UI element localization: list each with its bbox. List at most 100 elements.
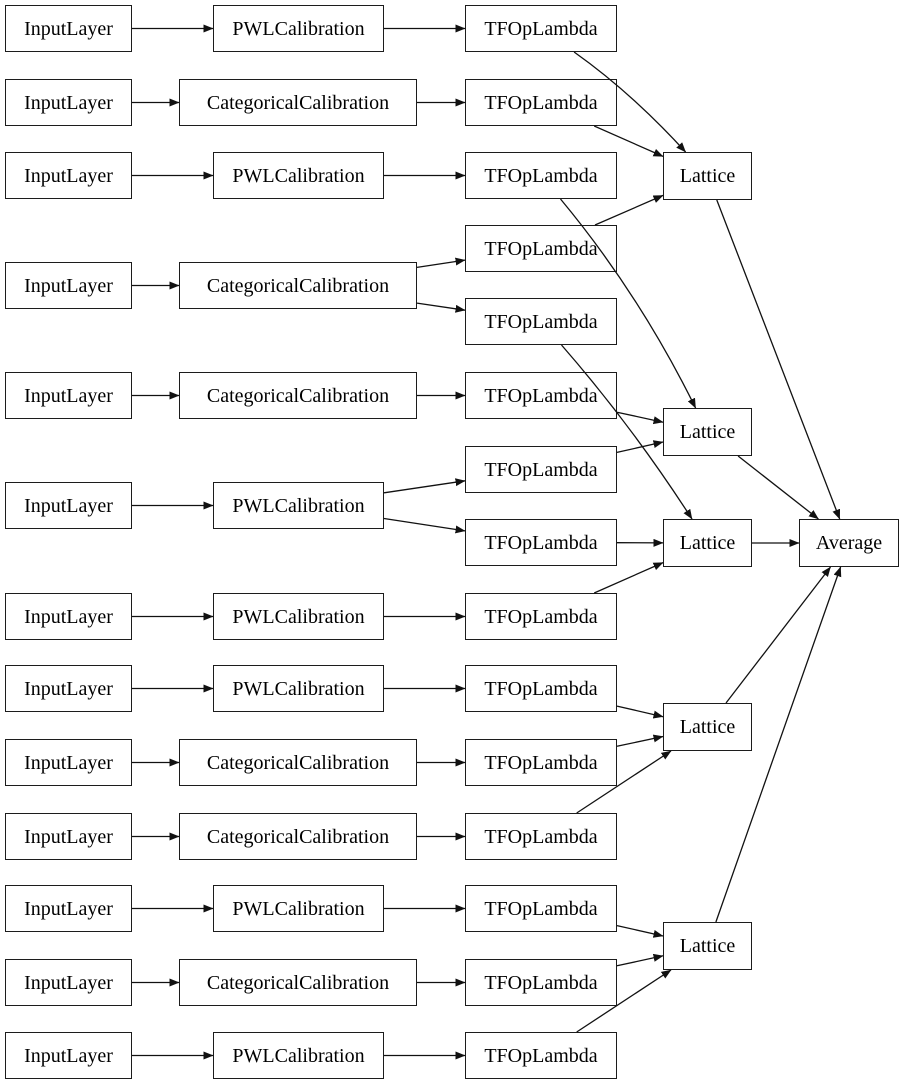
node-label: InputLayer	[24, 825, 113, 848]
node-inputlayer-in12: InputLayer	[5, 959, 132, 1006]
edge-l2-to-avg	[737, 455, 819, 520]
node-label: PWLCalibration	[232, 17, 365, 40]
node-inputlayer-in7: InputLayer	[5, 593, 132, 640]
edge-t8-to-l4	[616, 705, 664, 719]
node-label: InputLayer	[24, 17, 113, 40]
node-inputlayer-in8: InputLayer	[5, 665, 132, 712]
node-inputlayer-in11: InputLayer	[5, 885, 132, 932]
node-label: InputLayer	[24, 751, 113, 774]
edge-t12-to-l5	[616, 953, 664, 967]
node-lattice-l1: Lattice	[663, 152, 752, 200]
edge-cal4-to-t4b	[416, 302, 466, 313]
node-label: PWLCalibration	[232, 677, 365, 700]
node-label: TFOpLambda	[484, 91, 598, 114]
node-tfoplambda-t5: TFOpLambda	[465, 372, 617, 419]
edge-l4-to-avg	[725, 566, 832, 704]
node-label: TFOpLambda	[484, 17, 598, 40]
node-label: PWLCalibration	[232, 164, 365, 187]
node-categoricalcalibration-cal4: CategoricalCalibration	[179, 262, 417, 309]
node-label: TFOpLambda	[484, 897, 598, 920]
node-label: InputLayer	[24, 91, 113, 114]
node-label: PWLCalibration	[232, 1044, 365, 1067]
node-label: TFOpLambda	[484, 677, 598, 700]
node-label: Average	[815, 532, 883, 554]
node-label: Lattice	[679, 935, 736, 957]
node-tfoplambda-t12: TFOpLambda	[465, 959, 617, 1006]
node-average-avg: Average	[799, 519, 899, 567]
node-label: TFOpLambda	[484, 237, 598, 260]
node-label: InputLayer	[24, 1044, 113, 1067]
node-label: TFOpLambda	[484, 971, 598, 994]
node-label: PWLCalibration	[232, 494, 365, 517]
node-tfoplambda-t4a: TFOpLambda	[465, 225, 617, 272]
node-label: InputLayer	[24, 605, 113, 628]
node-label: InputLayer	[24, 971, 113, 994]
node-label: Lattice	[679, 716, 736, 738]
node-lattice-l3: Lattice	[663, 519, 752, 567]
node-label: PWLCalibration	[232, 605, 365, 628]
node-categoricalcalibration-cal2: CategoricalCalibration	[179, 79, 417, 126]
node-pwlcalibration-cal7: PWLCalibration	[213, 593, 384, 640]
node-label: TFOpLambda	[484, 458, 598, 481]
node-label: Lattice	[679, 165, 736, 187]
node-inputlayer-in6: InputLayer	[5, 482, 132, 529]
node-label: TFOpLambda	[484, 751, 598, 774]
node-label: TFOpLambda	[484, 825, 598, 848]
node-pwlcalibration-cal13: PWLCalibration	[213, 1032, 384, 1079]
node-label: CategoricalCalibration	[206, 971, 390, 994]
node-tfoplambda-t6b: TFOpLambda	[465, 519, 617, 566]
node-pwlcalibration-cal6: PWLCalibration	[213, 482, 384, 529]
edge-t6a-to-l2	[616, 440, 664, 454]
node-inputlayer-in4: InputLayer	[5, 262, 132, 309]
node-inputlayer-in9: InputLayer	[5, 739, 132, 786]
node-label: CategoricalCalibration	[206, 91, 390, 114]
node-label: CategoricalCalibration	[206, 751, 390, 774]
node-tfoplambda-t9: TFOpLambda	[465, 739, 617, 786]
node-inputlayer-in5: InputLayer	[5, 372, 132, 419]
node-categoricalcalibration-cal5: CategoricalCalibration	[179, 372, 417, 419]
node-label: InputLayer	[24, 164, 113, 187]
node-label: PWLCalibration	[232, 897, 365, 920]
node-pwlcalibration-cal11: PWLCalibration	[213, 885, 384, 932]
edge-cal4-to-t4a	[416, 257, 466, 269]
edge-t11-to-l5	[616, 924, 664, 938]
node-inputlayer-in2: InputLayer	[5, 79, 132, 126]
node-label: TFOpLambda	[484, 1044, 598, 1067]
node-tfoplambda-t1: TFOpLambda	[465, 5, 617, 52]
edge-t9-to-l4	[616, 734, 664, 747]
node-tfoplambda-t3: TFOpLambda	[465, 152, 617, 199]
node-lattice-l5: Lattice	[663, 922, 752, 970]
node-lattice-l2: Lattice	[663, 408, 752, 456]
node-label: CategoricalCalibration	[206, 825, 390, 848]
node-label: TFOpLambda	[484, 384, 598, 407]
edge-cal6-to-t6b	[383, 517, 466, 534]
node-pwlcalibration-cal1: PWLCalibration	[213, 5, 384, 52]
node-inputlayer-in13: InputLayer	[5, 1032, 132, 1079]
node-lattice-l4: Lattice	[663, 703, 752, 751]
node-tfoplambda-t10: TFOpLambda	[465, 813, 617, 860]
node-label: InputLayer	[24, 494, 113, 517]
node-categoricalcalibration-cal9: CategoricalCalibration	[179, 739, 417, 786]
node-tfoplambda-t13: TFOpLambda	[465, 1032, 617, 1079]
node-label: CategoricalCalibration	[206, 274, 390, 297]
node-inputlayer-in10: InputLayer	[5, 813, 132, 860]
node-tfoplambda-t7: TFOpLambda	[465, 593, 617, 640]
node-tfoplambda-t6a: TFOpLambda	[465, 446, 617, 493]
node-label: TFOpLambda	[484, 310, 598, 333]
node-label: TFOpLambda	[484, 605, 598, 628]
node-categoricalcalibration-cal10: CategoricalCalibration	[179, 813, 417, 860]
node-label: TFOpLambda	[484, 531, 598, 554]
node-tfoplambda-t2: TFOpLambda	[465, 79, 617, 126]
node-label: Lattice	[679, 532, 736, 554]
node-categoricalcalibration-cal12: CategoricalCalibration	[179, 959, 417, 1006]
node-pwlcalibration-cal8: PWLCalibration	[213, 665, 384, 712]
node-label: TFOpLambda	[484, 164, 598, 187]
edge-cal6-to-t6a	[383, 478, 466, 494]
node-inputlayer-in1: InputLayer	[5, 5, 132, 52]
node-tfoplambda-t11: TFOpLambda	[465, 885, 617, 932]
node-label: CategoricalCalibration	[206, 384, 390, 407]
node-tfoplambda-t8: TFOpLambda	[465, 665, 617, 712]
node-label: InputLayer	[24, 677, 113, 700]
edge-t5-to-l2	[616, 411, 664, 425]
